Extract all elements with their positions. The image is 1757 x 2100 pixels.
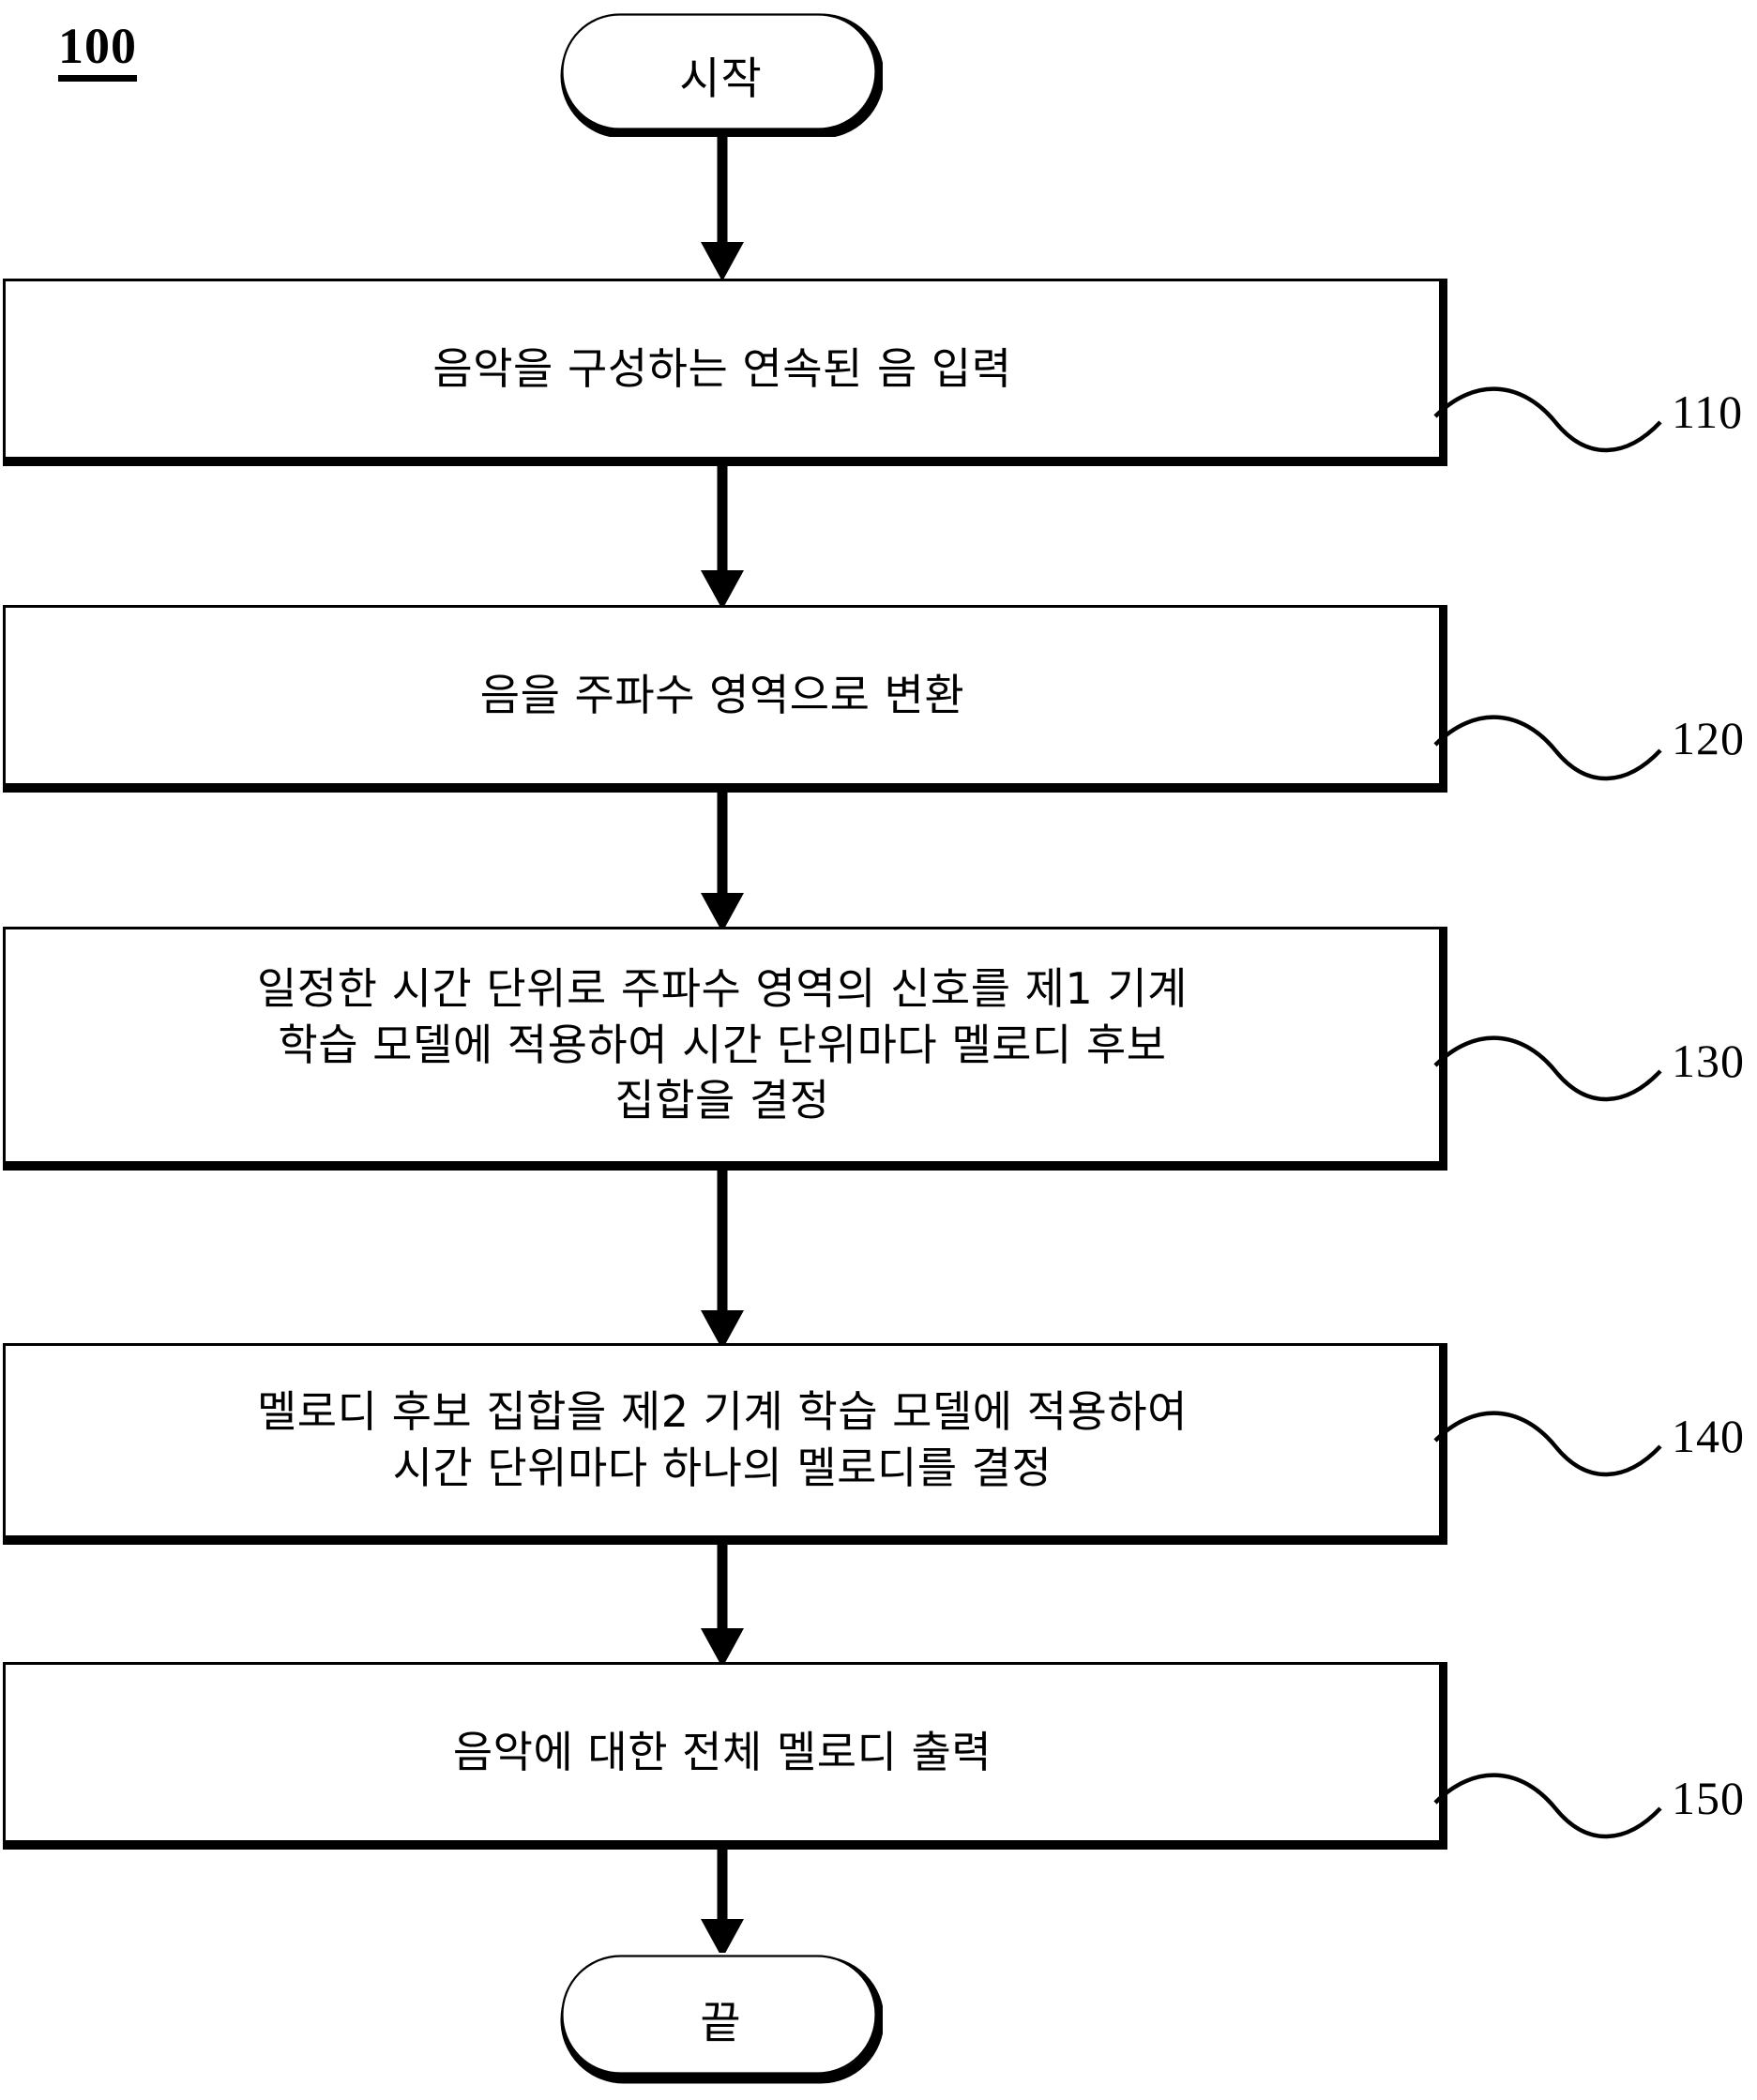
arrow-130-to-140 [701, 1166, 744, 1350]
end-terminator: 끝 [559, 1953, 883, 2084]
process-box-130-label: 일정한 시간 단위로 주파수 영역의 신호를 제1 기계 학습 모델에 적용하여… [256, 962, 1189, 1126]
reference-number-140: 140 [1672, 1410, 1745, 1462]
leader-line-120 [1433, 715, 1662, 781]
reference-number-120: 120 [1672, 712, 1745, 764]
process-box-120: 음을 주파수 영역으로 변환 [3, 605, 1447, 793]
process-box-110-label: 음악을 구성하는 연속된 음 입력 [432, 342, 1012, 394]
reference-number-130: 130 [1672, 1035, 1745, 1087]
arrow-120-to-130 [701, 788, 744, 932]
process-box-140-label: 멜로디 후보 집합을 제2 기계 학습 모델에 적용하여 시간 단위마다 하나의… [256, 1386, 1189, 1493]
arrow-140-to-150 [701, 1540, 744, 1668]
process-box-150-label: 음악에 대한 전체 멜로디 출력 [452, 1726, 992, 1777]
leader-line-150 [1433, 1773, 1662, 1839]
arrow-110-to-120 [701, 461, 744, 610]
reference-number-150: 150 [1672, 1772, 1745, 1824]
arrow-start-to-110 [701, 131, 744, 281]
process-box-140: 멜로디 후보 집합을 제2 기계 학습 모델에 적용하여 시간 단위마다 하나의… [3, 1343, 1447, 1545]
process-box-150: 음악에 대한 전체 멜로디 출력 [3, 1662, 1447, 1850]
process-box-110: 음악을 구성하는 연속된 음 입력 [3, 279, 1447, 466]
start-terminator: 시작 [559, 11, 883, 137]
leader-line-140 [1433, 1411, 1662, 1477]
process-box-130: 일정한 시간 단위로 주파수 영역의 신호를 제1 기계 학습 모델에 적용하여… [3, 927, 1447, 1171]
leader-line-130 [1433, 1035, 1662, 1102]
reference-number-110: 110 [1672, 385, 1744, 438]
process-box-120-label: 음을 주파수 영역으로 변환 [479, 669, 965, 720]
figure-number-label: 100 [58, 21, 137, 82]
leader-line-110 [1433, 386, 1662, 453]
arrow-150-to-end [701, 1846, 744, 1958]
start-terminator-label: 시작 [679, 53, 763, 105]
end-terminator-label: 끝 [700, 1997, 742, 2049]
